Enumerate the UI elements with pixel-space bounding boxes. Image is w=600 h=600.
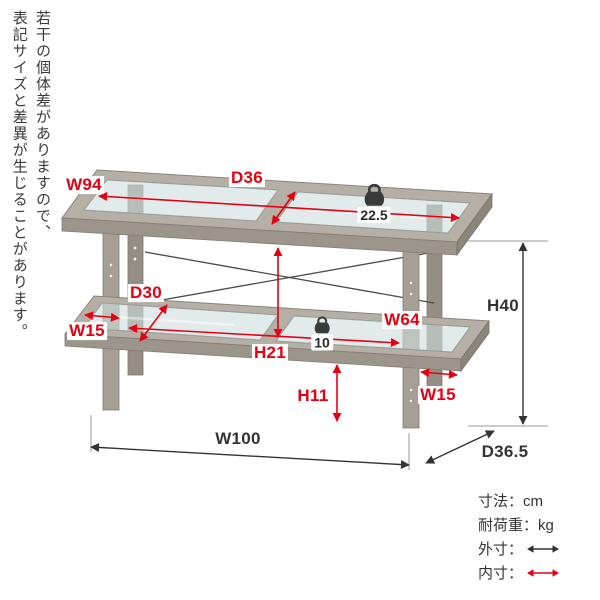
outer-dimension-arrows xyxy=(90,242,528,470)
dim-label-top-inner-depth: D36 xyxy=(228,168,266,188)
shelf-load-capacity: 10 xyxy=(311,315,333,351)
dim-label-shelf-inner-width: W64 xyxy=(382,310,422,330)
legend-inner-dim-row: 内寸： xyxy=(478,564,560,582)
shelf-end-face xyxy=(460,319,490,373)
legend-size-unit-row: 寸法：cm xyxy=(478,492,560,510)
legend-size-unit: 寸法：cm xyxy=(478,493,543,510)
dim-label-shelf-depth: D30 xyxy=(127,283,165,303)
arrow-total-width xyxy=(90,442,410,470)
dim-label-under-shelf-height: H11 xyxy=(295,386,331,406)
arrow-shelf-left-overhang xyxy=(84,311,120,322)
legend-outer-label: 外寸： xyxy=(478,541,524,558)
disclaimer-line-1: 若干の個体差がありますので、 xyxy=(34,10,51,241)
shelf-glass-reflection xyxy=(114,315,236,327)
dim-label-shelf-right-overhang: W15 xyxy=(418,385,458,405)
arrow-top-depth xyxy=(271,191,296,225)
outer-dim-arrow-icon xyxy=(527,544,560,553)
screw-dots xyxy=(108,245,414,404)
dim-label-shelf-clearance: H21 xyxy=(251,343,289,363)
cross-brace xyxy=(144,251,435,304)
kettlebell-icon xyxy=(314,316,330,334)
arrow-shelf-inner-width xyxy=(128,323,400,348)
arrow-total-depth xyxy=(425,430,495,464)
inner-dimension-arrows xyxy=(84,191,460,422)
arrow-shelf-right-overhang xyxy=(420,368,458,379)
legend: 寸法：cm 耐荷重：kg 外寸： 内寸： xyxy=(478,492,560,582)
disclaimer-line-2: 表記サイズと差異が生じることがあります。 xyxy=(10,10,28,340)
inner-dim-arrow-icon xyxy=(527,568,560,577)
dim-label-total-height: H40 xyxy=(484,296,522,316)
top-load-capacity: 22.5 xyxy=(357,183,391,224)
dim-label-total-width: W100 xyxy=(213,429,263,449)
dim-label-shelf-left-overhang: W15 xyxy=(67,321,107,341)
top-end-face xyxy=(456,192,493,257)
legend-load-unit: 耐荷重：kg xyxy=(478,517,554,534)
disclaimer-note: 若干の個体差がありますので、 表記サイズと差異が生じることがあります。 xyxy=(6,10,54,358)
legend-outer-dim-row: 外寸： xyxy=(478,540,560,558)
shelf-load-value: 10 xyxy=(311,334,333,351)
kettlebell-icon xyxy=(364,183,384,206)
legend-load-unit-row: 耐荷重：kg xyxy=(478,516,560,534)
top-load-value: 22.5 xyxy=(357,206,391,224)
legend-inner-label: 内寸： xyxy=(478,565,524,582)
table-top xyxy=(61,169,493,257)
dim-label-top-inner-width: W94 xyxy=(64,175,104,195)
dim-label-total-depth: D36.5 xyxy=(479,442,531,462)
